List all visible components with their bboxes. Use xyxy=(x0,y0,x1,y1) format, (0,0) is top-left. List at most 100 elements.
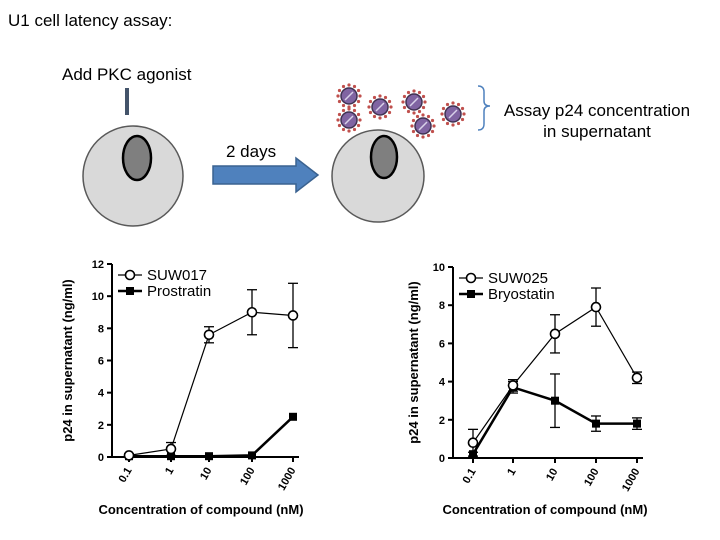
nucleus-before xyxy=(121,134,153,182)
virion-spike xyxy=(412,89,416,93)
data-point xyxy=(165,443,177,455)
virion-spike xyxy=(402,105,407,110)
y-tick-label: 10 xyxy=(433,262,445,274)
virion-spike xyxy=(337,99,342,104)
virion-core xyxy=(344,115,354,125)
x-tick-label: 1000 xyxy=(620,467,643,494)
virion xyxy=(440,101,466,127)
virion-spike xyxy=(451,101,455,105)
data-point xyxy=(590,301,602,313)
legend-entry-suw017: SUW017 xyxy=(118,267,207,284)
virion-spike xyxy=(352,103,357,108)
legend-entry-bryostatin: Bryostatin xyxy=(459,286,555,303)
x-tick-label: 1 xyxy=(505,467,518,478)
virion-spike xyxy=(417,109,422,114)
virion-spike xyxy=(417,90,422,95)
virion-spike xyxy=(402,94,407,99)
add-agonist-label: Add PKC agonist xyxy=(62,65,192,84)
virion-spike xyxy=(372,114,377,119)
virion-spike xyxy=(358,118,362,122)
x-tick-label: 1000 xyxy=(276,466,299,493)
x-tick-label: 1 xyxy=(163,466,176,477)
virion-spike xyxy=(347,83,351,87)
virion-spike xyxy=(441,117,446,122)
virion-spike xyxy=(358,94,362,98)
virion-spike xyxy=(430,129,435,134)
virion-spike xyxy=(383,114,388,119)
x-axis-label: Concentration of compound (nM) xyxy=(442,502,647,517)
virion-spike xyxy=(441,106,446,111)
x-tick-label: 10 xyxy=(544,467,561,484)
x-tick-label: 100 xyxy=(582,467,602,489)
virion-spike xyxy=(451,123,455,127)
assay-label: Assay p24 concentration in supernatant xyxy=(503,101,691,141)
virion-spike xyxy=(389,105,393,109)
virion-spike xyxy=(352,108,357,113)
virion-spike xyxy=(410,124,414,128)
virion-spike xyxy=(352,84,357,89)
virion xyxy=(336,107,362,133)
x-tick-label: 0.1 xyxy=(461,467,479,486)
virion-spike xyxy=(341,84,346,89)
virion xyxy=(410,113,436,139)
supernatant-bracket xyxy=(477,85,491,131)
data-point xyxy=(287,310,299,321)
virion-spike xyxy=(462,112,466,116)
y-tick-label: 4 xyxy=(439,377,446,389)
x-tick-label: 100 xyxy=(238,466,258,488)
virion-core xyxy=(409,97,419,107)
y-axis-label: p24 in supernatant (ng/ml) xyxy=(406,281,421,444)
virion-spike xyxy=(406,90,411,95)
virion-spike xyxy=(421,94,426,99)
series-suw017 xyxy=(123,282,299,461)
virion-spike xyxy=(337,123,342,128)
virion-spike xyxy=(383,95,388,100)
virion-spike xyxy=(445,102,450,107)
data-point xyxy=(551,396,559,405)
data-point xyxy=(123,450,135,461)
legend-marker xyxy=(467,290,475,298)
series-prostratin xyxy=(125,412,297,461)
virion-spike xyxy=(415,133,420,138)
virion-spike xyxy=(432,124,436,128)
virion-spike xyxy=(406,109,411,114)
series-line xyxy=(129,415,294,458)
virion-spike xyxy=(440,112,444,116)
data-point xyxy=(167,452,175,461)
virion-spike xyxy=(337,112,342,117)
legend-label: SUW025 xyxy=(488,270,548,287)
nucleus-after xyxy=(369,134,399,180)
virion-spike xyxy=(368,99,373,104)
virion-spike xyxy=(411,129,416,134)
virion-spike xyxy=(337,88,342,93)
legend-marker xyxy=(124,269,136,281)
virion-spike xyxy=(460,117,465,122)
virion-spike xyxy=(356,88,361,93)
virion xyxy=(401,89,427,115)
virion-spike xyxy=(421,105,426,110)
virion-spike xyxy=(421,113,425,117)
latency-assay-diagram xyxy=(82,83,491,227)
legend-marker xyxy=(465,272,477,284)
data-point xyxy=(203,329,215,341)
diagram-title: U1 cell latency assay: xyxy=(8,11,173,30)
series-suw025 xyxy=(467,287,643,457)
virion xyxy=(367,94,393,120)
y-axis-label: p24 in supernatant (ng/ml) xyxy=(60,279,75,442)
data-point xyxy=(631,372,643,384)
virion-spike xyxy=(387,99,392,104)
legend-entry-suw025: SUW025 xyxy=(459,270,548,287)
legend-label: Bryostatin xyxy=(488,286,555,303)
y-tick-label: 8 xyxy=(98,323,104,335)
virion-spike xyxy=(372,95,377,100)
virion-spike xyxy=(341,103,346,108)
virion-spike xyxy=(378,94,382,98)
legend-label: SUW017 xyxy=(147,267,207,284)
virion xyxy=(336,83,362,109)
virion-spike xyxy=(426,114,431,119)
virion-spike xyxy=(356,123,361,128)
y-tick-label: 6 xyxy=(98,356,104,368)
x-tick-label: 10 xyxy=(198,466,215,483)
data-point xyxy=(248,451,256,460)
